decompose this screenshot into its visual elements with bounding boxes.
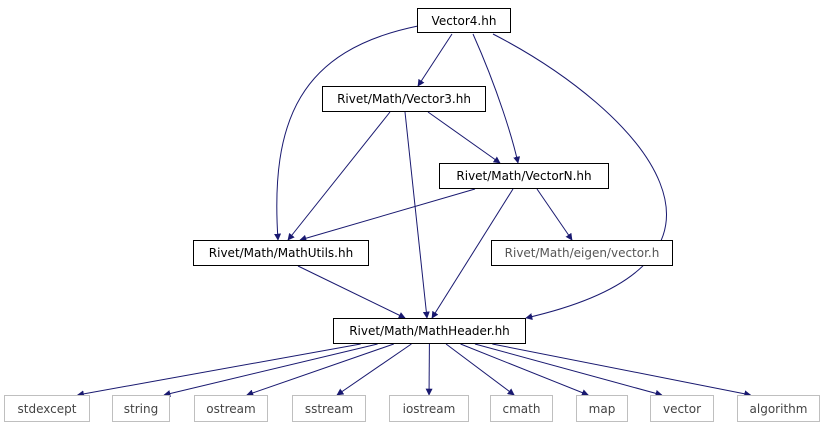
node-vector[interactable]: vector	[650, 395, 714, 422]
node-ostream[interactable]: ostream	[194, 395, 268, 422]
node-label: map	[588, 401, 616, 416]
node-map[interactable]: map	[576, 395, 628, 422]
node-label: Rivet/Math/VectorN.hh	[456, 169, 592, 183]
edge-mathHeader-to-algorithm	[492, 343, 752, 398]
edge-mathHeader-to-stdexcept	[76, 343, 361, 398]
edge-vector4-to-vector3	[417, 33, 453, 87]
edge-mathHeader-to-sstream	[336, 343, 412, 396]
node-label: Rivet/Math/Vector3.hh	[337, 92, 471, 106]
node-label: vector	[662, 401, 702, 416]
edge-vectorN-to-mathHeader	[431, 188, 514, 319]
edge-vector3-to-mathHeader	[404, 111, 430, 319]
edge-mathUtils-to-mathHeader	[297, 265, 406, 319]
node-label: Rivet/Math/MathHeader.hh	[349, 324, 510, 338]
node-label: Rivet/Math/MathUtils.hh	[208, 246, 354, 260]
node-label: Rivet/Math/eigen/vector.h	[504, 246, 660, 260]
edge-vector4-to-vectorN	[472, 33, 521, 164]
edge-mathHeader-to-vector	[474, 343, 663, 397]
node-label: cmath	[502, 401, 541, 416]
edge-vector3-to-vectorN	[427, 111, 501, 164]
node-vector3-hh[interactable]: Rivet/Math/Vector3.hh	[322, 86, 486, 112]
edge-mathHeader-to-ostream	[246, 343, 394, 397]
node-stdexcept[interactable]: stdexcept	[4, 395, 90, 422]
node-label: iostream	[402, 401, 456, 416]
node-algorithm[interactable]: algorithm	[737, 395, 820, 422]
node-label: algorithm	[749, 401, 808, 416]
node-label: Vector4.hh	[431, 13, 497, 28]
node-label: ostream	[206, 401, 256, 416]
node-mathutils-hh[interactable]: Rivet/Math/MathUtils.hh	[193, 240, 369, 266]
node-vectorn-hh[interactable]: Rivet/Math/VectorN.hh	[439, 163, 609, 189]
node-eigen-vector-h[interactable]: Rivet/Math/eigen/vector.h	[491, 240, 673, 266]
edge-vector4-to-mathUtils	[274, 25, 419, 241]
node-cmath[interactable]: cmath	[490, 395, 553, 422]
node-label: sstream	[304, 401, 354, 416]
node-label: string	[123, 401, 159, 416]
edge-vectorN-to-eigenVector	[536, 188, 573, 241]
node-sstream[interactable]: sstream	[292, 395, 366, 422]
edge-mathHeader-to-string	[163, 343, 378, 397]
edge-vector3-to-mathUtils	[287, 111, 391, 241]
edge-vectorN-to-mathUtils	[299, 188, 476, 242]
node-label: stdexcept	[17, 401, 77, 416]
edge-mathHeader-to-map	[460, 343, 589, 396]
node-vector4-hh[interactable]: Vector4.hh	[417, 8, 511, 33]
node-mathheader-hh[interactable]: Rivet/Math/MathHeader.hh	[333, 318, 526, 344]
node-string[interactable]: string	[112, 395, 170, 422]
edge-mathHeader-to-cmath	[445, 343, 515, 396]
node-iostream[interactable]: iostream	[389, 395, 469, 422]
edge-vector4-to-mathHeader	[492, 33, 667, 321]
